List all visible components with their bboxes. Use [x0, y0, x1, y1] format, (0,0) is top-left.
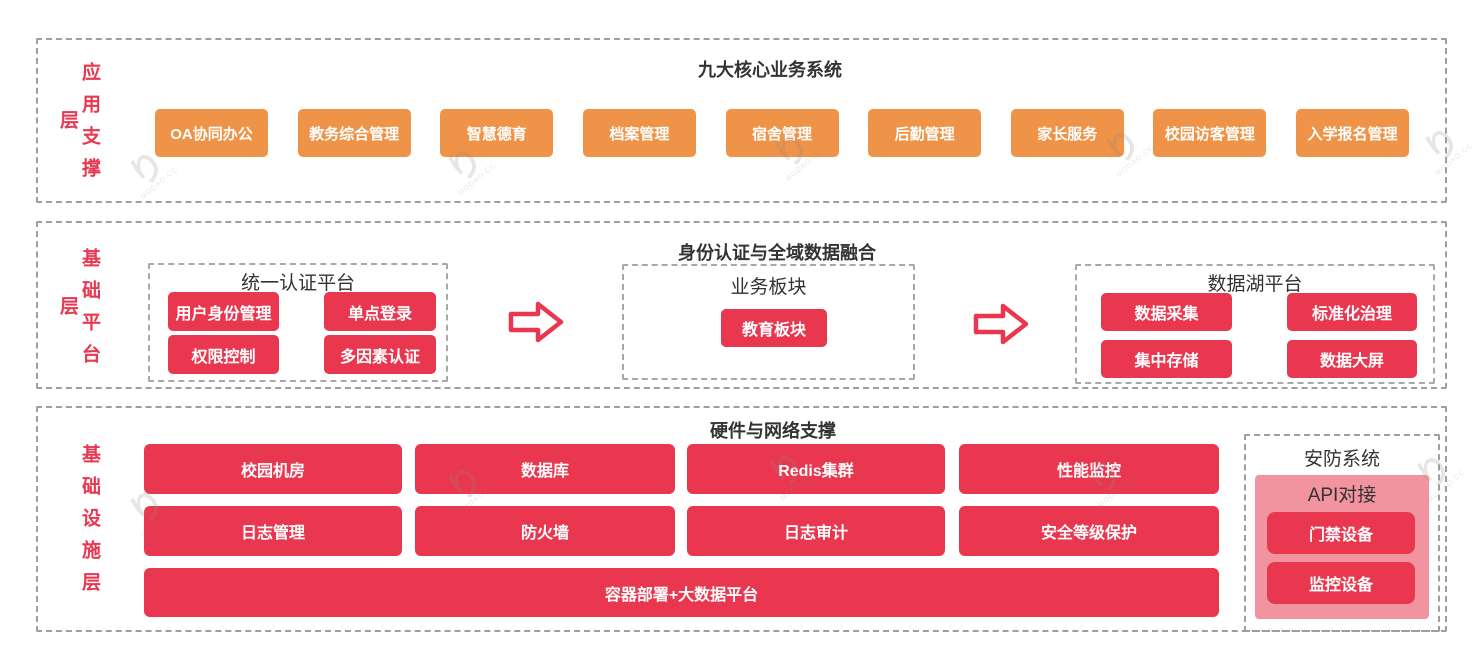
- infra-node: 日志审计: [687, 506, 945, 556]
- infra-node: 防火墙: [415, 506, 675, 556]
- infra-node: 安全等级保护: [959, 506, 1219, 556]
- app-system-node: 后勤管理: [868, 109, 982, 157]
- auth-node: 用户身份管理: [168, 292, 279, 331]
- datalake-node: 集中存储: [1101, 340, 1232, 378]
- infra-node: 日志管理: [144, 506, 402, 556]
- layer-label-app-support: 应用支撑层: [57, 61, 100, 190]
- security-system-box: 安防系统 API对接 门禁设备 监控设备: [1244, 434, 1440, 632]
- layer-title-identity-data: 身份认证与全域数据融合: [678, 243, 876, 263]
- infra-node: Redis集群: [687, 444, 945, 494]
- app-systems-row: OA协同办公 教务综合管理 智慧德育 档案管理 宿舍管理 后勤管理 家长服务 校…: [155, 109, 1409, 157]
- flow-arrow-right-icon: [973, 303, 1029, 345]
- unified-auth-title: 统一认证平台: [240, 273, 355, 294]
- datalake-node: 数据采集: [1101, 293, 1232, 331]
- auth-node: 多因素认证: [324, 335, 436, 374]
- app-system-node: 校园访客管理: [1153, 109, 1267, 157]
- business-section-box: 业务板块 教育板块: [622, 264, 915, 380]
- app-system-node: 教务综合管理: [297, 109, 411, 157]
- app-system-node: 入学报名管理: [1296, 109, 1409, 157]
- business-section-title: 业务板块: [730, 277, 807, 298]
- layer-title-hardware-network: 硬件与网络支撑: [710, 421, 836, 441]
- education-section-node: 教育板块: [721, 309, 827, 347]
- data-lake-title: 数据湖平台: [1207, 274, 1303, 295]
- app-support-layer: 应用支撑层 九大核心业务系统 OA协同办公 教务综合管理 智慧德育 档案管理 宿…: [36, 38, 1447, 203]
- security-system-title: 安防系统: [1303, 449, 1380, 470]
- flow-arrow-right-icon: [508, 301, 564, 343]
- datalake-node: 数据大屏: [1287, 340, 1417, 378]
- app-system-node: 宿舍管理: [725, 109, 839, 157]
- auth-node: 权限控制: [168, 335, 279, 374]
- infra-node: 校园机房: [144, 444, 402, 494]
- layer-label-platform: 基础平台层: [57, 247, 100, 376]
- app-system-node: 家长服务: [1010, 109, 1124, 157]
- unified-auth-platform-box: 统一认证平台 用户身份管理 单点登录 权限控制 多因素认证: [148, 263, 448, 382]
- app-system-node: 档案管理: [582, 109, 696, 157]
- api-panel-title: API对接: [1307, 485, 1377, 506]
- app-system-node: OA协同办公: [155, 109, 268, 157]
- container-bigdata-node: 容器部署+大数据平台: [144, 568, 1219, 617]
- infrastructure-layer: 基础设施层 硬件与网络支撑 校园机房 数据库 Redis集群 性能监控 日志管理…: [36, 406, 1447, 632]
- data-lake-platform-box: 数据湖平台 数据采集 标准化治理 集中存储 数据大屏: [1075, 264, 1435, 384]
- infra-node: 数据库: [415, 444, 675, 494]
- api-panel: API对接 门禁设备 监控设备: [1255, 475, 1429, 619]
- app-system-node: 智慧德育: [440, 109, 554, 157]
- security-device-node: 监控设备: [1267, 562, 1415, 604]
- platform-layer: 基础平台层 身份认证与全域数据融合 统一认证平台 用户身份管理 单点登录 权限控…: [36, 221, 1447, 389]
- security-device-node: 门禁设备: [1267, 512, 1415, 554]
- auth-node: 单点登录: [324, 292, 436, 331]
- layer-title-core-systems: 九大核心业务系统: [698, 60, 842, 80]
- layer-label-infrastructure: 基础设施层: [79, 444, 100, 604]
- datalake-node: 标准化治理: [1287, 293, 1417, 331]
- infra-node: 性能监控: [959, 444, 1219, 494]
